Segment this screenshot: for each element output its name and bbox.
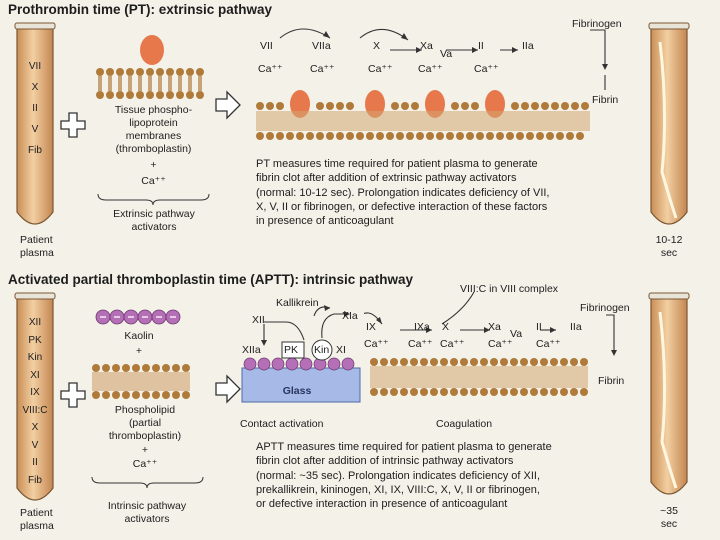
- aptt-factor-ix: IX: [366, 321, 376, 333]
- aptt-tube-factor: X: [31, 422, 39, 433]
- aptt-plus-icon: [60, 382, 86, 408]
- aptt-phospholipid-membrane: [92, 364, 190, 399]
- aptt-tube-factor: Fib: [28, 474, 42, 486]
- pt-ca: Ca⁺⁺: [310, 63, 335, 75]
- pt-title: Prothrombin time (PT): extrinsic pathway: [8, 2, 273, 17]
- pt-description: PT measures time required for patient pl…: [256, 158, 550, 228]
- pt-patient-tube: [14, 22, 56, 225]
- aptt-factor-xia: XIa: [342, 310, 358, 322]
- aptt-plus-label: +: [135, 345, 143, 357]
- aptt-factor-ixa: IXa: [414, 321, 430, 333]
- pt-factor-x: X: [373, 40, 381, 52]
- pt-ca: Ca⁺⁺: [418, 63, 443, 75]
- aptt-tube-factors: XII PK Kin XI IX VIII:C X V II Fib: [14, 314, 56, 489]
- pt-pathway-membrane: [256, 28, 608, 140]
- pt-ca: Ca⁺⁺: [258, 63, 283, 75]
- aptt-patient-tube: [14, 292, 56, 501]
- pt-tissue-label: Tissue phospho- lipoprotein membranes (t…: [114, 104, 193, 156]
- aptt-tube-factor: VIII:C: [22, 404, 48, 416]
- aptt-fibrinogen-label: Fibrinogen: [580, 302, 630, 314]
- pt-ca-label: Ca⁺⁺: [141, 175, 166, 187]
- aptt-phospholipid-label: Phospholipid (partial thromboplastin): [108, 404, 182, 443]
- aptt-kaolin-beads: [95, 309, 181, 325]
- aptt-glass-label: Glass: [282, 385, 312, 397]
- aptt-time-label: ~35 sec: [660, 505, 678, 530]
- aptt-tube-factor: IX: [30, 387, 40, 398]
- pt-factor-iia: IIa: [522, 40, 534, 52]
- aptt-ca: Ca⁺⁺: [536, 338, 561, 350]
- aptt-coagulation-membrane: [364, 291, 617, 396]
- aptt-factor-xii: XII: [252, 314, 265, 326]
- pt-factor-vii: VII: [260, 40, 273, 52]
- aptt-tube-factor: II: [32, 457, 38, 468]
- aptt-factor-xa: Xa: [488, 321, 501, 333]
- aptt-plus-label: +: [141, 444, 149, 456]
- aptt-tube-factor: XI: [30, 369, 40, 381]
- pt-tube-factors: VII X II V Fib: [14, 56, 56, 161]
- aptt-kin: Kin: [314, 344, 330, 356]
- aptt-factor-va: Va: [510, 328, 523, 340]
- aptt-tube-factor: PK: [28, 334, 42, 346]
- aptt-viii-complex-label: VIII:C in VIII complex: [460, 283, 559, 295]
- pt-tube-factor: II: [32, 103, 38, 114]
- aptt-flow-arrow-icon: [215, 374, 241, 404]
- pt-thromboplastin-membrane: [96, 35, 204, 99]
- aptt-result-tube: [648, 292, 690, 495]
- aptt-factor-ii: II: [536, 321, 542, 333]
- aptt-tube-factor: Kin: [27, 352, 43, 363]
- aptt-contact-activation-diagram: [241, 305, 361, 403]
- aptt-contact-label: Contact activation: [240, 418, 324, 430]
- aptt-ca: Ca⁺⁺: [488, 338, 513, 350]
- pt-factor-va: Va: [440, 48, 453, 60]
- pt-activators-brace: [97, 193, 210, 206]
- aptt-factor-xiia: XIIa: [242, 344, 261, 356]
- pt-tube-factor: Fib: [28, 145, 42, 156]
- pt-activators-label: Extrinsic pathway activators: [113, 208, 195, 234]
- aptt-ca: Ca⁺⁺: [364, 338, 389, 350]
- aptt-tube-factor: XII: [28, 317, 42, 328]
- pt-fibrin-label: Fibrin: [592, 94, 619, 106]
- aptt-patient-plasma-label: Patient plasma: [20, 507, 54, 532]
- pt-factor-xa: Xa: [420, 40, 433, 52]
- aptt-activators-label: Intrinsic pathway activators: [107, 500, 187, 526]
- pt-fibrinogen-label: Fibrinogen: [572, 18, 622, 30]
- pt-tube-factor: VII: [28, 61, 42, 72]
- aptt-kaolin-label: Kaolin: [124, 330, 154, 342]
- pt-factor-viia: VIIa: [312, 40, 331, 52]
- pt-time-label: 10-12 sec: [655, 234, 683, 259]
- pt-patient-plasma-label: Patient plasma: [20, 234, 54, 259]
- aptt-factor-x: X: [442, 321, 450, 333]
- aptt-activators-brace: [91, 476, 204, 489]
- aptt-ca: Ca⁺⁺: [440, 338, 465, 350]
- aptt-tube-factor: V: [31, 439, 39, 451]
- aptt-description: APTT measures time required for patient …: [256, 441, 552, 511]
- pt-tube-factor: X: [31, 82, 39, 93]
- aptt-pk: PK: [284, 344, 299, 356]
- aptt-ca-label: Ca⁺⁺: [132, 458, 158, 470]
- pt-flow-arrow-icon: [215, 90, 241, 120]
- pt-plus-label: +: [150, 159, 157, 171]
- pt-tube-factor: V: [31, 124, 39, 135]
- pt-plus-icon: [60, 112, 86, 138]
- pt-result-tube: [648, 22, 690, 225]
- aptt-title: Activated partial thromboplastin time (A…: [8, 272, 414, 287]
- pt-ca: Ca⁺⁺: [368, 63, 393, 75]
- aptt-factor-iia: IIa: [570, 321, 582, 333]
- aptt-factor-xi: XI: [336, 344, 346, 356]
- pt-ca: Ca⁺⁺: [474, 63, 499, 75]
- aptt-kallikrein: Kallikrein: [276, 297, 319, 309]
- pt-factor-ii: II: [478, 40, 484, 52]
- aptt-coagulation-label: Coagulation: [436, 418, 493, 430]
- aptt-ca: Ca⁺⁺: [408, 338, 433, 350]
- aptt-fibrin-label: Fibrin: [598, 375, 625, 387]
